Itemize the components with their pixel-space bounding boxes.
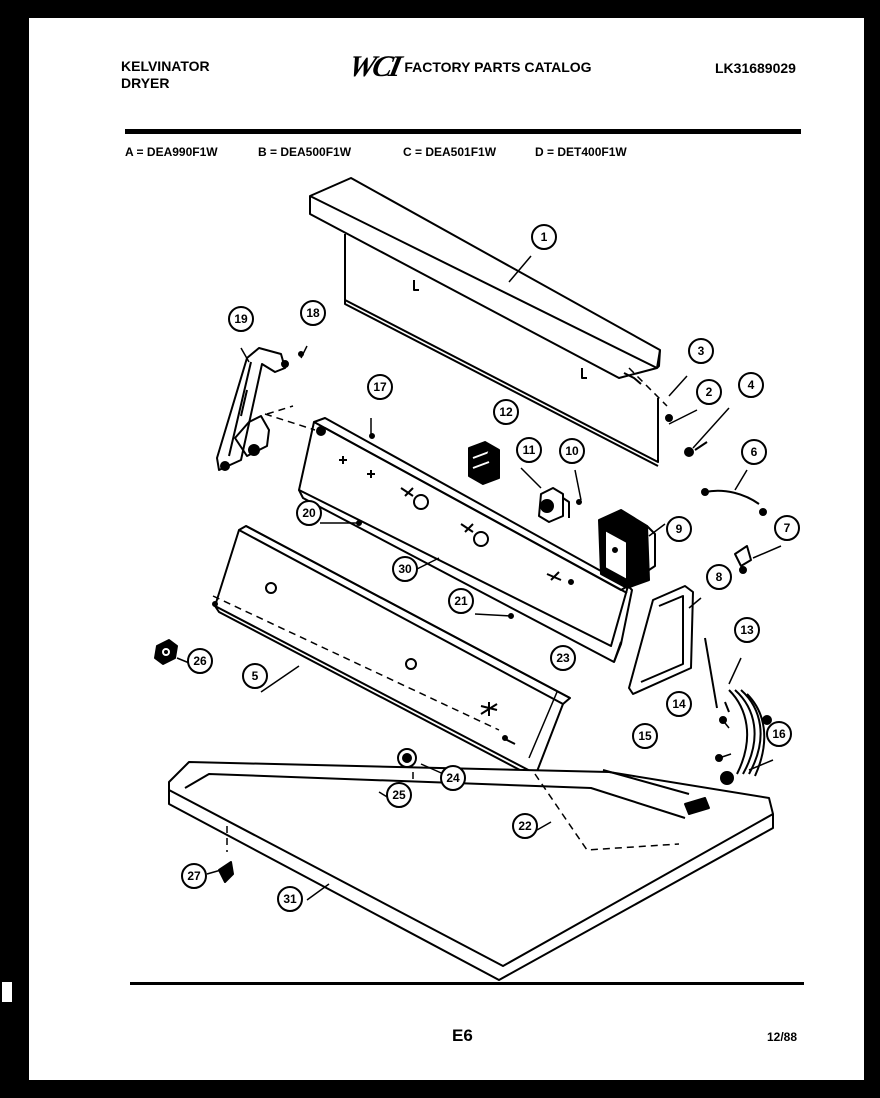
callout-label-17: 17 bbox=[373, 380, 387, 394]
callout-circle-8 bbox=[706, 564, 732, 590]
callout-label-25: 25 bbox=[392, 788, 406, 802]
callout-circle-4 bbox=[738, 372, 764, 398]
callout-label-23: 23 bbox=[556, 651, 570, 665]
callout-circle-26 bbox=[187, 648, 213, 674]
callout-circle-13 bbox=[734, 617, 760, 643]
catalog-sheet: KELVINATOR DRYER WCI FACTORY PARTS CATAL… bbox=[29, 18, 864, 1080]
callout-label-10: 10 bbox=[565, 444, 579, 458]
model-c: C = DEA501F1W bbox=[403, 145, 497, 159]
part-9-timer bbox=[598, 509, 656, 589]
callout-circle-24 bbox=[440, 765, 466, 791]
callout-circle-18 bbox=[300, 300, 326, 326]
callout-label-6: 6 bbox=[751, 445, 758, 459]
callout-label-21: 21 bbox=[454, 594, 468, 608]
callout-label-2: 2 bbox=[706, 385, 713, 399]
callout-circle-25 bbox=[386, 782, 412, 808]
callout-label-9: 9 bbox=[676, 522, 683, 536]
brand-block: KELVINATOR DRYER bbox=[121, 58, 210, 92]
product-type: DRYER bbox=[121, 75, 170, 91]
callout-circle-12 bbox=[493, 399, 519, 425]
callout-label-19: 19 bbox=[234, 312, 248, 326]
page-number: E6 bbox=[452, 1026, 473, 1045]
guide-lines bbox=[212, 367, 680, 852]
callout-label-15: 15 bbox=[638, 729, 652, 743]
catalog-number: LK31689029 bbox=[715, 60, 796, 76]
callout-circle-16 bbox=[766, 721, 792, 747]
callout-label-3: 3 bbox=[698, 344, 705, 358]
callout-label-4: 4 bbox=[748, 378, 755, 392]
callout-label-16: 16 bbox=[772, 727, 786, 741]
callout-circle-7 bbox=[774, 515, 800, 541]
callout-label-7: 7 bbox=[784, 521, 791, 535]
callout-label-24: 24 bbox=[446, 771, 460, 785]
callout-circle-9 bbox=[666, 516, 692, 542]
callout-label-1: 1 bbox=[541, 230, 548, 244]
part-31-top-lid bbox=[168, 761, 774, 981]
model-d: D = DET400F1W bbox=[535, 145, 627, 159]
callout-label-20: 20 bbox=[302, 506, 316, 520]
brand-name: KELVINATOR bbox=[121, 58, 210, 74]
callout-label-31: 31 bbox=[283, 892, 297, 906]
part-12-switch bbox=[468, 441, 500, 485]
callout-circle-5 bbox=[242, 663, 268, 689]
callout-circle-15 bbox=[632, 723, 658, 749]
callout-label-8: 8 bbox=[716, 570, 723, 584]
part-5-console-front bbox=[212, 525, 571, 781]
callout-circle-21 bbox=[448, 588, 474, 614]
callout-circle-10 bbox=[559, 438, 585, 464]
callout-circle-19 bbox=[228, 306, 254, 332]
callout-circle-23 bbox=[550, 645, 576, 671]
model-b: B = DEA500F1W bbox=[258, 145, 352, 159]
part-30-control-panel bbox=[298, 417, 633, 663]
part-11-switch bbox=[538, 487, 582, 523]
callout-circle-11 bbox=[516, 437, 542, 463]
scan-edge-mark bbox=[2, 982, 12, 1002]
callout-label-30: 30 bbox=[398, 562, 412, 576]
small-parts bbox=[154, 351, 767, 883]
callout-label-18: 18 bbox=[306, 306, 320, 320]
catalog-title: FACTORY PARTS CATALOG bbox=[404, 59, 592, 75]
callout-circle-3 bbox=[688, 338, 714, 364]
date-code: 12/88 bbox=[767, 1030, 798, 1044]
callout-circle-22 bbox=[512, 813, 538, 839]
exploded-parts-diagram: 1234567891011121314151617181920212223242… bbox=[154, 177, 800, 981]
part-13-16-wiring bbox=[704, 637, 772, 785]
callout-circle-20 bbox=[296, 500, 322, 526]
callout-label-13: 13 bbox=[740, 623, 754, 637]
callout-circle-2 bbox=[696, 379, 722, 405]
catalog-heading: WCI FACTORY PARTS CATALOG bbox=[346, 50, 592, 83]
callout-circle-1 bbox=[531, 224, 557, 250]
callout-circle-31 bbox=[277, 886, 303, 912]
part-1-console-top bbox=[309, 177, 661, 467]
header-rule bbox=[125, 129, 801, 134]
part-19-bracket bbox=[216, 347, 289, 471]
model-a: A = DEA990F1W bbox=[125, 145, 218, 159]
part-8-side-cover bbox=[628, 585, 694, 695]
callout-circle-27 bbox=[181, 863, 207, 889]
callout-circle-17 bbox=[367, 374, 393, 400]
callout-label-27: 27 bbox=[187, 869, 201, 883]
callout-label-5: 5 bbox=[252, 669, 259, 683]
callout-circle-30 bbox=[392, 556, 418, 582]
callout-label-14: 14 bbox=[672, 697, 686, 711]
callout-label-11: 11 bbox=[523, 443, 536, 457]
callout-circle-14 bbox=[666, 691, 692, 717]
callout-label-22: 22 bbox=[518, 819, 532, 833]
footer-rule bbox=[130, 982, 804, 985]
callout-label-12: 12 bbox=[499, 405, 513, 419]
callout-label-26: 26 bbox=[193, 654, 207, 668]
callout-circle-6 bbox=[741, 439, 767, 465]
